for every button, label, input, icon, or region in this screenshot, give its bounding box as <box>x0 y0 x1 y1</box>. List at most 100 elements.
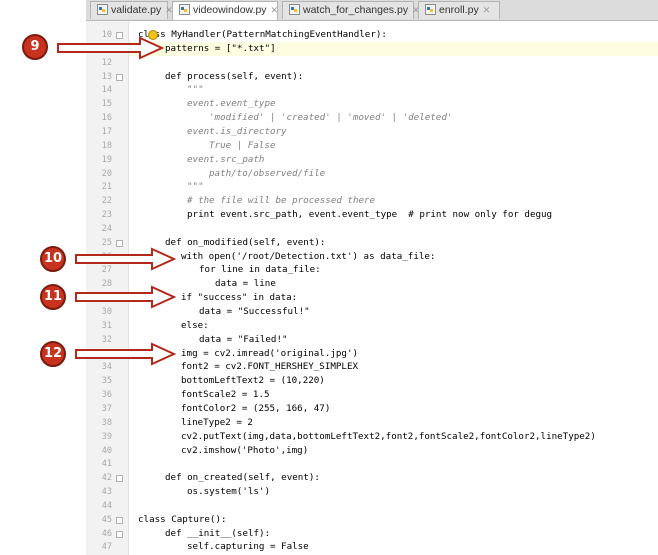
lightbulb-icon[interactable] <box>148 30 158 40</box>
line-number: 15 <box>101 99 112 109</box>
code-line[interactable]: self.capturing = False <box>187 541 309 552</box>
fold-marker-icon[interactable] <box>116 74 123 81</box>
line-number: 16 <box>101 113 112 123</box>
line-number: 44 <box>101 501 112 511</box>
annotation-badge-9: 9 <box>22 34 48 60</box>
annotation-arrow-12 <box>75 342 177 366</box>
line-number: 17 <box>101 127 112 137</box>
python-file-icon <box>179 4 190 15</box>
line-number: 36 <box>101 390 112 400</box>
line-number: 38 <box>101 418 112 428</box>
tab-enroll-py[interactable]: enroll.py✕ <box>418 1 500 19</box>
annotation-arrow-10 <box>75 247 177 271</box>
python-file-icon <box>425 4 436 15</box>
code-line[interactable]: for line in data_file: <box>199 264 321 275</box>
line-number: 43 <box>101 487 112 497</box>
line-number: 13 <box>101 72 112 82</box>
fold-marker-icon[interactable] <box>116 240 123 247</box>
tab-videowindow-py[interactable]: videowindow.py✕ <box>172 1 278 20</box>
code-line[interactable]: def __init__(self): <box>165 528 271 539</box>
code-line[interactable]: """ <box>187 84 204 95</box>
code-line[interactable]: print event.src_path, event.event_type #… <box>187 209 553 220</box>
close-tab-icon[interactable]: ✕ <box>412 5 420 15</box>
annotation-badge-11: 11 <box>40 284 66 310</box>
line-number: 24 <box>101 224 112 234</box>
tab-watch-for-changes-py[interactable]: watch_for_changes.py✕ <box>282 1 420 19</box>
code-line[interactable]: path/to/observed/file <box>209 168 326 179</box>
close-tab-icon[interactable]: ✕ <box>270 5 279 15</box>
line-number: 21 <box>101 182 112 192</box>
fold-marker-icon[interactable] <box>116 32 123 39</box>
line-number: 42 <box>101 473 112 483</box>
line-number: 37 <box>101 404 112 414</box>
code-line[interactable]: os.system('ls') <box>187 486 270 497</box>
code-line[interactable]: class MyHandler(PatternMatchingEventHand… <box>138 29 387 40</box>
line-number: 45 <box>101 515 112 525</box>
code-line[interactable]: cv2.putText(img,data,bottomLeftText2,fon… <box>181 431 596 442</box>
code-line[interactable]: else: <box>181 320 209 331</box>
code-line[interactable]: img = cv2.imread('original.jpg') <box>181 348 359 359</box>
line-number: 10 <box>101 30 112 40</box>
tab-label: validate.py <box>111 4 162 16</box>
code-line[interactable]: patterns = ["*.txt"] <box>165 43 276 54</box>
line-number: 14 <box>101 85 112 95</box>
close-tab-icon[interactable]: ✕ <box>165 5 173 15</box>
tab-label: enroll.py <box>439 4 479 16</box>
code-line[interactable]: event.is_directory <box>187 126 287 137</box>
code-line[interactable]: if "success" in data: <box>181 292 298 303</box>
line-number: 19 <box>101 155 112 165</box>
code-line[interactable]: def process(self, event): <box>165 71 304 82</box>
tab-label: videowindow.py <box>193 4 267 16</box>
code-line[interactable]: font2 = cv2.FONT_HERSHEY_SIMPLEX <box>181 361 359 372</box>
code-line[interactable]: data = "Failed!" <box>199 334 288 345</box>
fold-marker-icon[interactable] <box>116 531 123 538</box>
line-number: 18 <box>101 141 112 151</box>
line-number: 41 <box>101 459 112 469</box>
line-number: 12 <box>101 58 112 68</box>
code-line[interactable]: fontScale2 = 1.5 <box>181 389 270 400</box>
code-line[interactable]: fontColor2 = (255, 166, 47) <box>181 403 331 414</box>
code-line[interactable]: data = line <box>215 278 276 289</box>
annotation-arrow-11 <box>75 285 177 309</box>
close-tab-icon[interactable]: ✕ <box>482 5 491 15</box>
tab-label: watch_for_changes.py <box>303 4 409 16</box>
code-line[interactable]: def on_modified(self, event): <box>165 237 326 248</box>
line-number-gutter <box>86 21 129 555</box>
code-line[interactable]: def on_created(self, event): <box>165 472 320 483</box>
line-number: 39 <box>101 432 112 442</box>
line-number: 35 <box>101 376 112 386</box>
code-line[interactable]: """ <box>187 181 204 192</box>
code-line[interactable]: class Capture(): <box>138 514 227 525</box>
annotation-badge-12: 12 <box>40 341 66 367</box>
line-number: 27 <box>101 265 112 275</box>
python-file-icon <box>289 4 300 15</box>
line-number: 20 <box>101 169 112 179</box>
code-line[interactable]: True | False <box>209 140 276 151</box>
line-number: 30 <box>101 307 112 317</box>
annotation-badge-10: 10 <box>40 246 66 272</box>
line-number: 28 <box>101 279 112 289</box>
code-line[interactable]: event.src_path <box>187 154 265 165</box>
line-number: 32 <box>101 335 112 345</box>
line-number: 47 <box>101 542 112 552</box>
code-line[interactable]: event.event_type <box>187 98 276 109</box>
code-editor[interactable] <box>129 21 658 555</box>
line-number: 23 <box>101 210 112 220</box>
line-number: 22 <box>101 196 112 206</box>
fold-marker-icon[interactable] <box>116 475 123 482</box>
code-line[interactable]: data = "Successful!" <box>199 306 310 317</box>
code-line[interactable]: cv2.imshow('Photo',img) <box>181 445 309 456</box>
code-line[interactable]: # the file will be processed there <box>187 195 376 206</box>
editor-tab-bar: validate.py✕ videowindow.py✕ watch_for_c… <box>86 0 658 21</box>
line-number: 34 <box>101 362 112 372</box>
python-file-icon <box>97 4 108 15</box>
annotation-arrow-9 <box>57 36 165 60</box>
code-line[interactable]: 'modified' | 'created' | 'moved' | 'dele… <box>209 112 453 123</box>
code-line[interactable]: bottomLeftText2 = (10,220) <box>181 375 325 386</box>
code-line[interactable]: with open('/root/Detection.txt') as data… <box>181 251 436 262</box>
code-line[interactable]: lineType2 = 2 <box>181 417 253 428</box>
line-number: 31 <box>101 321 112 331</box>
tab-validate-py[interactable]: validate.py✕ <box>90 1 173 19</box>
fold-marker-icon[interactable] <box>116 517 123 524</box>
current-line-highlight <box>129 42 658 56</box>
